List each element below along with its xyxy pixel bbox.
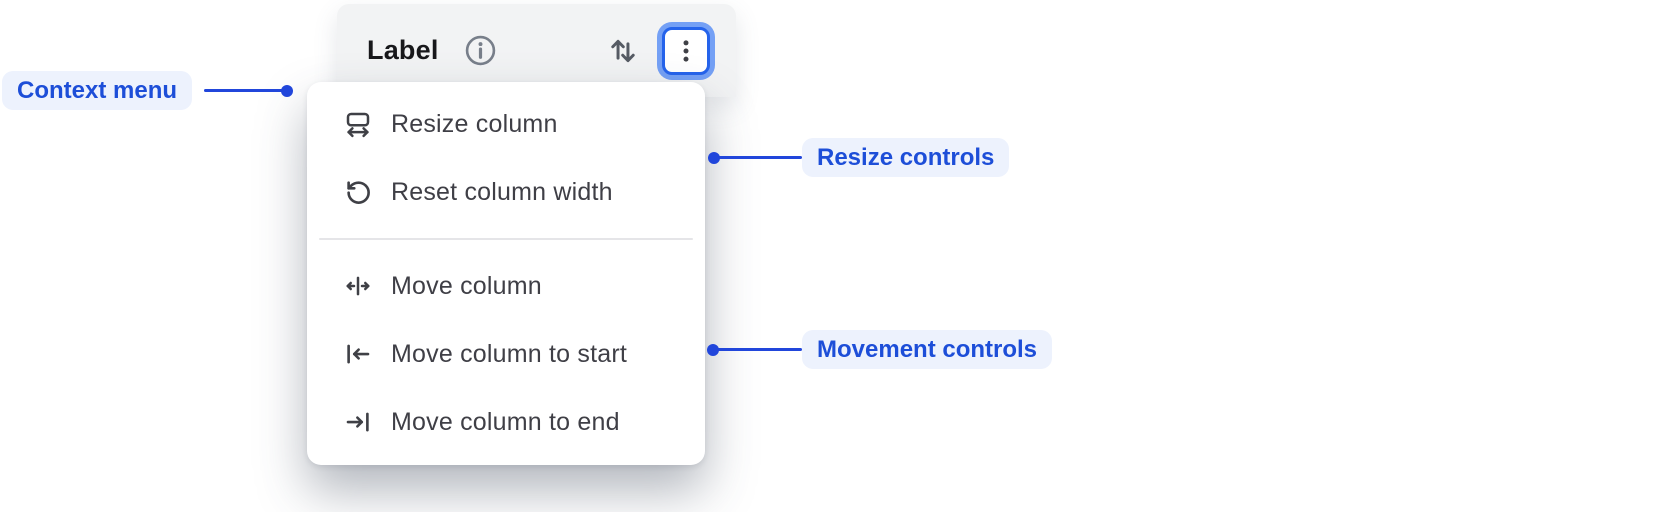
- menu-item-resize-column[interactable]: Resize column: [307, 90, 705, 158]
- reset-column-width-icon: [343, 177, 373, 207]
- resize-column-icon: [343, 109, 373, 139]
- menu-item-move-column[interactable]: Move column: [307, 252, 705, 320]
- move-column-to-start-icon: [343, 339, 373, 369]
- annotation-leader-line: [713, 348, 802, 351]
- annotation-context-menu: Context menu: [2, 71, 193, 110]
- annotation-dot: [281, 85, 293, 97]
- column-title: Label: [367, 35, 439, 65]
- annotation-leader-line: [714, 156, 802, 159]
- move-column-icon: [343, 271, 373, 301]
- menu-item-move-column-to-start[interactable]: Move column to start: [307, 320, 705, 388]
- menu-item-label: Move column to start: [391, 339, 628, 368]
- column-context-menu: Resize column Reset column width: [307, 82, 705, 465]
- column-header: Label: [337, 4, 736, 97]
- menu-item-label: Resize column: [391, 109, 558, 138]
- column-menu-button[interactable]: [662, 26, 710, 75]
- menu-item-reset-column-width[interactable]: Reset column width: [307, 158, 705, 226]
- annotation-movement-controls: Movement controls: [802, 330, 1053, 369]
- kebab-menu-icon: [673, 38, 699, 64]
- menu-item-label: Move column: [391, 271, 542, 300]
- menu-item-label: Reset column width: [391, 177, 613, 206]
- move-column-to-end-icon: [343, 407, 373, 437]
- annotation-resize-controls: Resize controls: [802, 138, 1010, 177]
- menu-item-label: Move column to end: [391, 407, 620, 436]
- info-icon[interactable]: [463, 33, 498, 68]
- menu-item-move-column-to-end[interactable]: Move column to end: [307, 388, 705, 456]
- annotation-leader-line: [204, 89, 288, 92]
- sort-arrows-icon[interactable]: [606, 34, 640, 68]
- menu-divider: [319, 238, 693, 240]
